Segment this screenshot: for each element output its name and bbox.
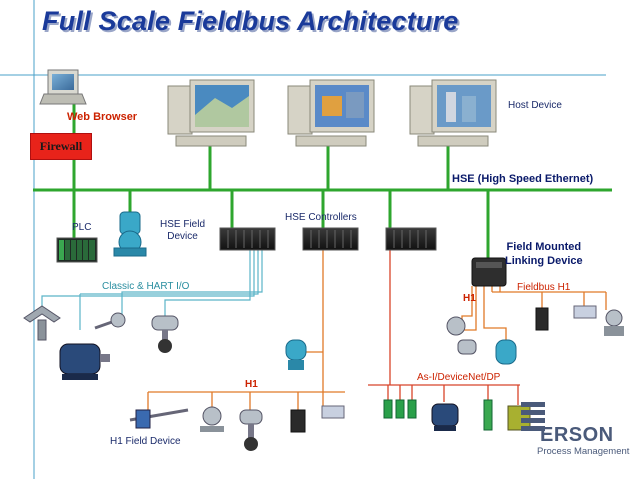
linking-device-label: Field Mounted Linking Device [505, 241, 583, 267]
hse-controllers-label: HSE Controllers [285, 212, 357, 223]
desktop-computer-icon [409, 79, 497, 147]
transmitter-icon [129, 408, 189, 429]
transmitter-icon [200, 406, 224, 432]
brand-subtitle: Process Management [537, 446, 630, 457]
emerson-logo-icon [521, 402, 545, 431]
diagram-title: Full Scale Fieldbus Architecture [42, 6, 459, 36]
transmitter-icon [94, 312, 126, 330]
motor-icon [431, 403, 459, 431]
valve-icon [23, 305, 61, 341]
io-module-icon [290, 409, 306, 433]
asi-lines [368, 250, 520, 405]
desktop-computer-icon [167, 79, 255, 147]
io-module-icon [383, 399, 417, 419]
io-module-icon [321, 405, 345, 419]
desktop-computer-icon [287, 79, 375, 147]
plc-rack-icon [56, 237, 98, 263]
transmitter-icon [495, 339, 517, 365]
motor-icon [59, 343, 110, 380]
io-module-icon [535, 307, 549, 331]
hse-network-label: HSE (High Speed Ethernet) [452, 173, 594, 185]
transmitter-icon [457, 339, 477, 355]
linking-device-icon [471, 257, 507, 287]
valve-icon [151, 315, 179, 353]
h1-bottom-label: H1 [245, 379, 258, 390]
io-module-icon [573, 305, 597, 319]
hse-bus [33, 104, 612, 258]
hse-field-device-icon [113, 211, 147, 257]
h1-field-device-label: H1 Field Device [110, 436, 181, 447]
transmitter-icon [446, 316, 466, 336]
brand-name: ERSON [540, 424, 614, 446]
fieldbus-h1-label: Fieldbus H1 [517, 282, 571, 293]
transmitter-icon [483, 399, 493, 431]
laptop-icon [39, 69, 87, 105]
host-device-label: Host Device [508, 100, 562, 111]
controller-rack-icon [385, 227, 437, 251]
valve-icon [239, 409, 263, 451]
plc-label: PLC [72, 222, 92, 233]
asi-devicenet-dp-label: As-I/DeviceNet/DP [417, 372, 501, 383]
hse-field-device-label: HSE Field Device [160, 219, 206, 242]
controller-rack-icon [219, 227, 276, 251]
firewall-box: Firewall [30, 133, 92, 160]
classic-hart-lines [41, 250, 263, 330]
controller-rack-icon [302, 227, 359, 251]
transmitter-icon [285, 339, 307, 370]
transmitter-icon [604, 309, 624, 336]
web-browser-label: Web Browser [67, 111, 138, 123]
h1-right-label: H1 [463, 293, 476, 304]
classic-hart-io-label: Classic & HART I/O [102, 281, 190, 292]
